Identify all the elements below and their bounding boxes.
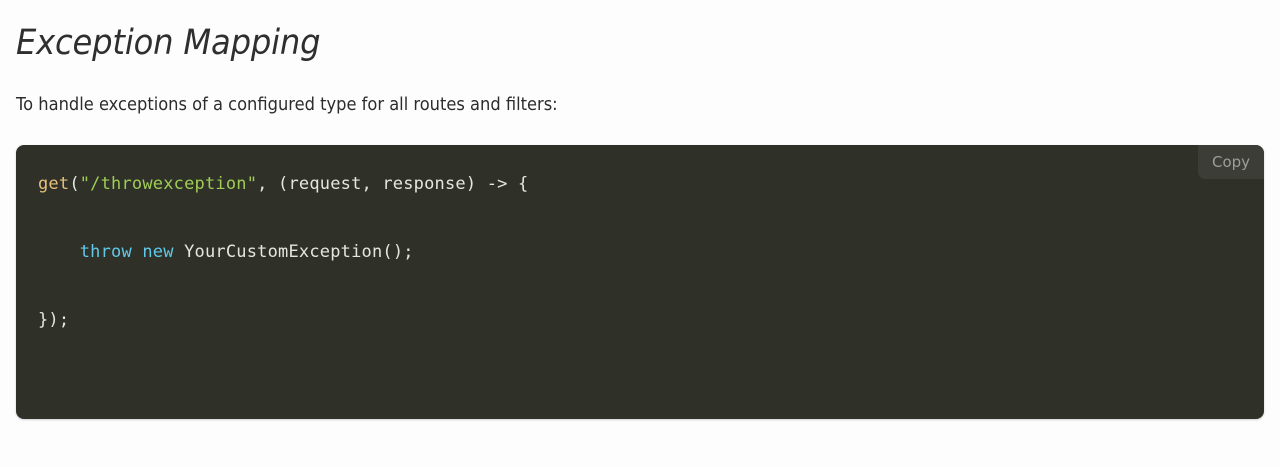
code-line bbox=[38, 371, 1264, 405]
code-block: Copy get("/throwexception", (request, re… bbox=[16, 145, 1264, 419]
code-token-plain: , (request, response) -> { bbox=[257, 174, 529, 194]
code-token-plain: }); bbox=[38, 310, 70, 330]
code-line: }); bbox=[38, 303, 1264, 337]
code-token-plain: ( bbox=[69, 174, 80, 194]
code-token-kw: new bbox=[142, 242, 174, 262]
code-token-fn: get bbox=[38, 174, 70, 194]
code-line: throw new YourCustomException(); bbox=[38, 235, 1264, 269]
code-token-plain: YourCustomException(); bbox=[173, 242, 414, 262]
code-token-str: "/throwexception" bbox=[79, 174, 258, 194]
page-title: Exception Mapping bbox=[16, 23, 321, 63]
code-snippet[interactable]: get("/throwexception", (request, respons… bbox=[16, 145, 1264, 419]
intro-paragraph: To handle exceptions of a configured typ… bbox=[16, 95, 558, 115]
code-token-kw: throw bbox=[79, 242, 132, 262]
code-token-plain bbox=[132, 242, 142, 262]
copy-button[interactable]: Copy bbox=[1198, 145, 1264, 179]
code-line: get("/throwexception", (request, respons… bbox=[38, 167, 1264, 201]
code-content: get("/throwexception", (request, respons… bbox=[38, 167, 1264, 419]
code-token-plain bbox=[38, 242, 80, 262]
